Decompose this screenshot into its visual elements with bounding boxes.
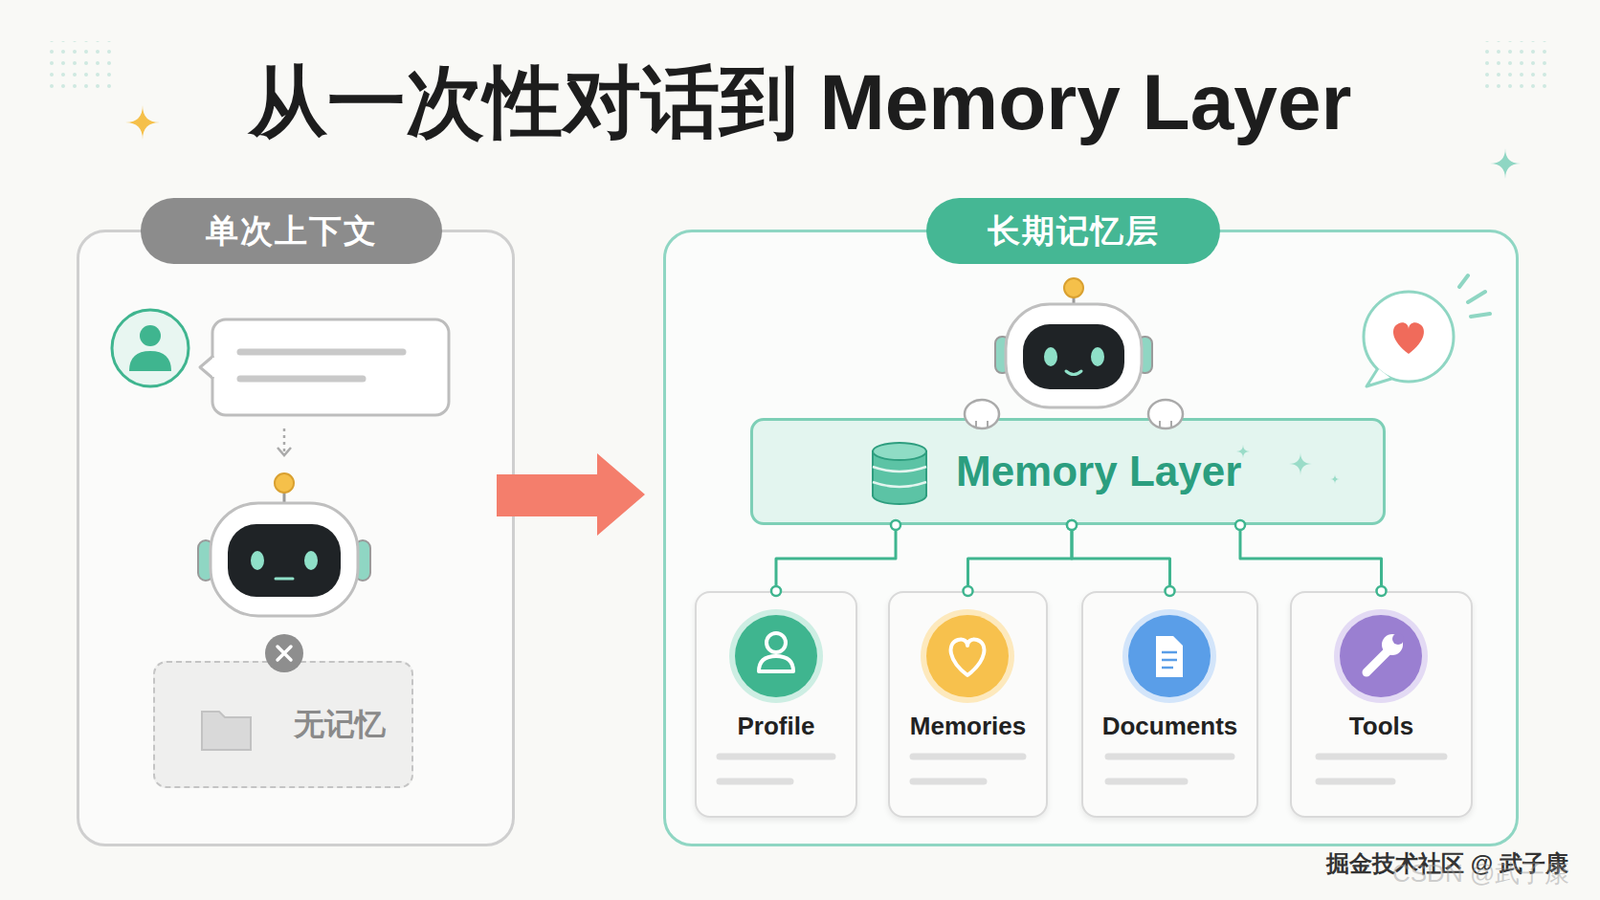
box-label: 无记忆 [293, 704, 386, 747]
card-label: Documents [1083, 710, 1257, 743]
transition-arrow [496, 453, 645, 536]
card-label: Profile [696, 710, 856, 743]
panel-heading: 单次上下文 [140, 198, 443, 265]
sparkle [1489, 148, 1521, 179]
component-card: Memories [888, 591, 1048, 819]
card-label: Tools [1291, 710, 1471, 743]
empty-memory-box: 无记忆 [153, 661, 414, 789]
memory-layer-box: Memory Layer [750, 418, 1386, 526]
watermark: CSDN @武子康 [1392, 857, 1570, 891]
dot-grid [45, 41, 115, 93]
panel-heading: 长期记忆层 [926, 198, 1221, 265]
component-card: Tools [1289, 591, 1473, 819]
context-panel: 单次上下文无记忆 [76, 229, 515, 847]
sparkle [125, 105, 160, 140]
memory-panel: 长期记忆层Memory LayerProfileMemoriesDocument… [663, 229, 1519, 847]
dot-grid [1484, 41, 1554, 93]
card-label: Memories [889, 710, 1046, 743]
box-label: Memory Layer [955, 447, 1242, 496]
component-card: Documents [1081, 591, 1259, 819]
diagram-title: 从一次性对话到 Memory Layer [0, 54, 1600, 151]
component-card: Profile [694, 591, 858, 819]
